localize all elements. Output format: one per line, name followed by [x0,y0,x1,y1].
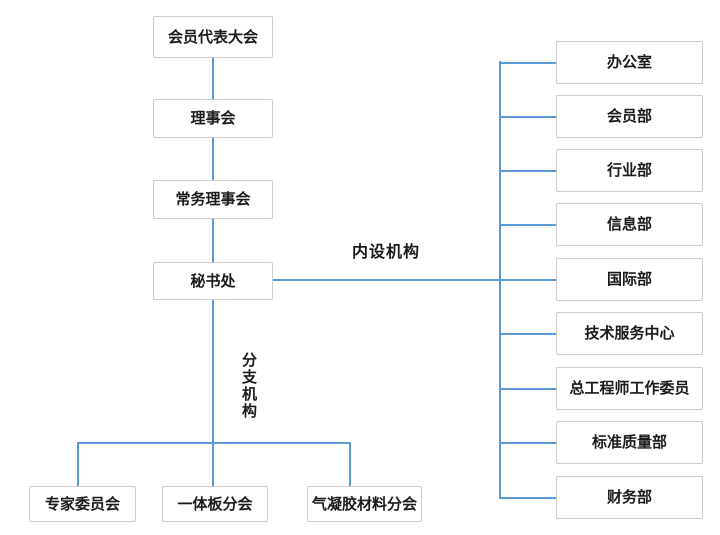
label-internal-organs: 内设机构 [352,244,421,261]
node-integrated-board-branch: 一体板分会 [162,486,268,522]
connector-stub-industry [499,170,556,172]
connector-stub-standards-quality [499,442,556,444]
connector-stub-finance [499,497,556,499]
node-expert-committee: 专家委员会 [29,486,136,522]
node-aerogel-materials-branch: 气凝胶材料分会 [307,486,422,522]
node-chief-engineer-committee: 总工程师工作委员 [556,367,703,410]
node-international-dept: 国际部 [556,258,703,301]
node-council: 理事会 [153,99,273,138]
node-industry-dept: 行业部 [556,149,703,192]
connector-stub-information [499,224,556,226]
node-information-dept: 信息部 [556,203,703,246]
connector-stub-tech-service [499,333,556,335]
connector-stub-international [499,279,556,281]
connector-branch-drop-right [349,442,351,486]
connector-stub-membership [499,116,556,118]
connector-branch-drop-left [77,442,79,486]
connector-branch-horizontal [77,442,350,444]
connector-stub-chief-engineer [499,388,556,390]
connector-secretariat-to-right [273,279,500,281]
node-tech-service-center: 技术服务中心 [556,312,703,355]
node-office: 办公室 [556,41,703,84]
label-branch-organs: 分支机构 [240,352,257,420]
node-secretariat: 秘书处 [153,262,273,300]
node-membership-dept: 会员部 [556,95,703,138]
node-standards-quality-dept: 标准质量部 [556,421,703,464]
connector-stub-office [499,62,556,64]
node-finance-dept: 财务部 [556,476,703,519]
node-member-congress: 会员代表大会 [153,16,273,58]
node-standing-council: 常务理事会 [153,180,273,219]
